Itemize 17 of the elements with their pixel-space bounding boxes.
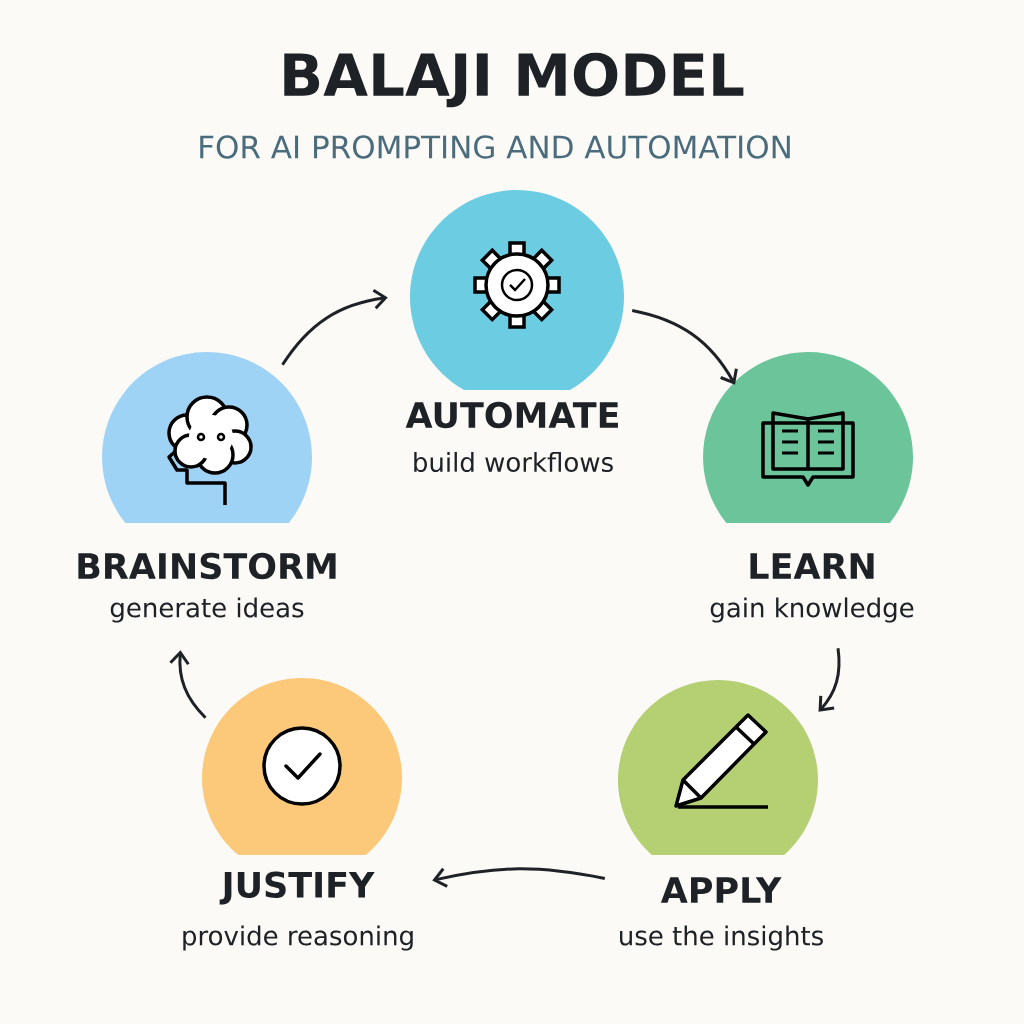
arrow — [432, 867, 606, 888]
arrow — [818, 648, 841, 712]
title: BALAJI MODEL — [284, 52, 744, 108]
step-description: build workflows — [414, 451, 613, 473]
step-description: generate ideas — [110, 597, 304, 623]
step-title: AUTOMATE — [405, 401, 618, 429]
arrow — [631, 309, 738, 385]
step-title: APPLY — [660, 877, 782, 903]
step-title: LEARN — [750, 553, 874, 579]
arrow — [169, 650, 207, 719]
step-description: use the insights — [620, 925, 823, 951]
subtitle: FOR AI PROMPTING AND AUTOMATION — [200, 135, 790, 159]
step-title: JUSTIFY — [219, 871, 375, 905]
arrow — [281, 289, 388, 366]
step-description: gain knowledge — [710, 597, 914, 623]
step-description: provide reasoning — [183, 925, 413, 951]
step-title: BRAINSTORM — [78, 552, 336, 580]
